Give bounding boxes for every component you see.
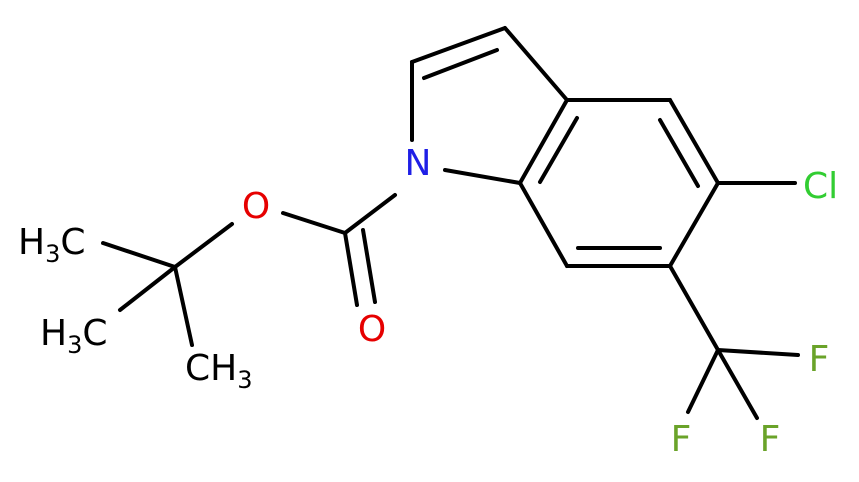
bond-carbonyl-co-1: [343, 231, 359, 307]
bond-layer: [101, 26, 800, 420]
bond-c7-c7a: [518, 181, 569, 268]
atom-label-layer: N O O Cl F F F H3C H3C CH3: [18, 143, 838, 460]
atom-label-o-ether: O: [242, 186, 270, 227]
bond-carbonyl-c-o-ether: [281, 211, 347, 235]
bond-c6-cf3: [668, 264, 720, 352]
atom-label-f2: F: [671, 419, 692, 460]
bond-o-ether-cq: [173, 222, 234, 269]
atom-label-n: N: [405, 143, 432, 184]
bond-c2-c3-double: [422, 48, 499, 80]
bond-carbonyl-co-2: [361, 228, 377, 304]
bond-c4-c5: [668, 98, 720, 185]
bond-c3-c3a: [503, 26, 569, 102]
bond-cq-me2: [118, 265, 177, 312]
bond-cq-me3: [173, 265, 194, 347]
bond-c5-c6: [668, 181, 720, 268]
methyl-label-2: H3C: [40, 313, 108, 359]
bond-c2-c3: [410, 26, 507, 64]
bond-c7a-n1: [443, 168, 522, 185]
bond-cf3-f3: [716, 348, 759, 420]
bond-cq-me1: [101, 241, 177, 269]
bond-cf3-f1: [716, 348, 800, 357]
bond-n1-carbonyl-c: [343, 193, 397, 235]
bond-c7a-c3a: [518, 98, 569, 185]
atom-label-o-carbonyl: O: [358, 309, 386, 350]
methyl-label-3: CH3: [185, 348, 253, 394]
atom-label-cl: Cl: [803, 166, 838, 207]
methyl-label-1: H3C: [18, 222, 86, 268]
atom-label-f3: F: [760, 419, 781, 460]
bond-c7a-c3a-double: [538, 116, 579, 184]
bond-c4-c5-double: [658, 118, 700, 188]
atom-label-f1: F: [809, 339, 830, 380]
bond-cf3-f2: [686, 348, 720, 414]
